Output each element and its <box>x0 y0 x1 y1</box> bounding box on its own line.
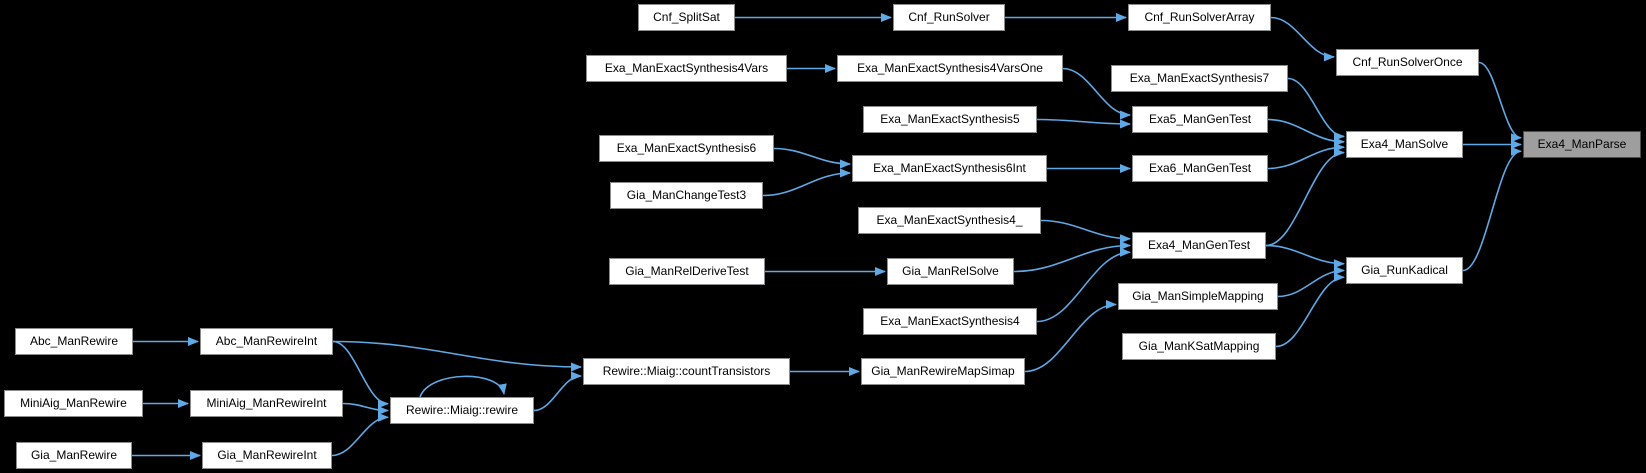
graph-node-ex7[interactable]: Exa_ManExactSynthesis7 <box>1111 65 1288 92</box>
edge-ex6-to-ex6int <box>773 147 851 169</box>
edge-miniint-to-rewire <box>342 402 389 415</box>
graph-node-rewire[interactable]: Rewire::Miaig::rewire <box>390 397 534 424</box>
edge-rewire-to-rewire <box>419 375 507 398</box>
graph-node-ex5[interactable]: Exa_ManExactSynthesis5 <box>863 106 1037 133</box>
edge-runsolverarray-to-runsolveronce <box>1270 16 1335 62</box>
graph-node-vars4one[interactable]: Exa_ManExactSynthesis4VarsOne <box>837 55 1063 82</box>
graph-node-giarw[interactable]: Gia_ManRewire <box>16 442 132 469</box>
graph-node-simplemap[interactable]: Gia_ManSimpleMapping <box>1118 283 1278 310</box>
edge-ex4-to-gen4 <box>1036 247 1131 323</box>
graph-node-split[interactable]: Cnf_SplitSat <box>638 4 735 31</box>
edge-runsolveronce-to-parse <box>1478 61 1522 143</box>
graph-node-count[interactable]: Rewire::Miaig::countTransistors <box>583 358 790 385</box>
edge-giaint-to-rewire <box>331 412 389 457</box>
edge-kadical-to-parse <box>1462 146 1522 272</box>
graph-node-runsolver[interactable]: Cnf_RunSolver <box>893 4 1005 31</box>
edge-gen5-to-solve <box>1267 118 1345 147</box>
graph-node-ex6[interactable]: Exa_ManExactSynthesis6 <box>599 135 774 162</box>
edge-ex4_-to-gen4 <box>1040 219 1131 244</box>
graph-node-kadical[interactable]: Gia_RunKadical <box>1346 257 1463 284</box>
graph-node-solve[interactable]: Exa4_ManSolve <box>1346 131 1463 158</box>
graph-node-gen4[interactable]: Exa4_ManGenTest <box>1132 232 1266 259</box>
graph-node-gen5[interactable]: Exa5_ManGenTest <box>1132 106 1268 133</box>
graph-node-reltest[interactable]: Gia_ManRelDeriveTest <box>609 258 765 285</box>
graph-node-ex6int[interactable]: Exa_ManExactSynthesis6Int <box>852 155 1047 182</box>
edge-vars4one-to-gen5 <box>1062 67 1131 120</box>
edge-gen4-to-kadical <box>1265 244 1345 269</box>
graph-node-vars4[interactable]: Exa_ManExactSynthesis4Vars <box>586 55 787 82</box>
edge-ex5-to-gen5 <box>1036 118 1131 129</box>
graph-node-parse: Exa4_ManParse <box>1523 131 1641 158</box>
graph-node-miniint[interactable]: MiniAig_ManRewireInt <box>190 390 343 417</box>
graph-node-abcint[interactable]: Abc_ManRewireInt <box>200 328 333 355</box>
edge-relsolve-to-gen4 <box>1013 241 1131 273</box>
graph-node-chg3[interactable]: Gia_ManChangeTest3 <box>610 182 763 209</box>
graph-node-runsolveronce[interactable]: Cnf_RunSolverOnce <box>1336 49 1479 76</box>
graph-node-relsolve[interactable]: Gia_ManRelSolve <box>887 258 1014 285</box>
graph-node-gen6[interactable]: Exa6_ManGenTest <box>1132 155 1268 182</box>
graph-node-mini[interactable]: MiniAig_ManRewire <box>4 390 143 417</box>
graph-node-abc[interactable]: Abc_ManRewire <box>15 328 133 355</box>
graph-node-ex4[interactable]: Exa_ManExactSynthesis4 <box>863 308 1037 335</box>
edge-abcint-to-count <box>332 340 582 372</box>
graph-node-giaint[interactable]: Gia_ManRewireInt <box>202 442 332 469</box>
edge-abcint-to-rewire <box>332 340 389 409</box>
edge-mapsimap-to-simplemap <box>1024 300 1117 373</box>
edge-ex7-to-solve <box>1287 77 1345 141</box>
graph-node-ksatmap[interactable]: Gia_ManKSatMapping <box>1122 333 1276 360</box>
edge-chg3-to-ex6int <box>762 168 851 197</box>
edge-simplemap-to-kadical <box>1277 266 1345 298</box>
graph-node-mapsimap[interactable]: Gia_ManRewireMapSimap <box>861 358 1025 385</box>
edge-gen4-to-solve <box>1265 148 1345 247</box>
graph-node-runsolverarray[interactable]: Cnf_RunSolverArray <box>1128 4 1271 31</box>
edge-ksatmap-to-kadical <box>1275 272 1345 348</box>
edge-rewire-to-count <box>533 371 582 412</box>
edge-gen6-to-solve <box>1267 142 1345 170</box>
graph-node-ex4_[interactable]: Exa_ManExactSynthesis4_ <box>858 207 1041 234</box>
